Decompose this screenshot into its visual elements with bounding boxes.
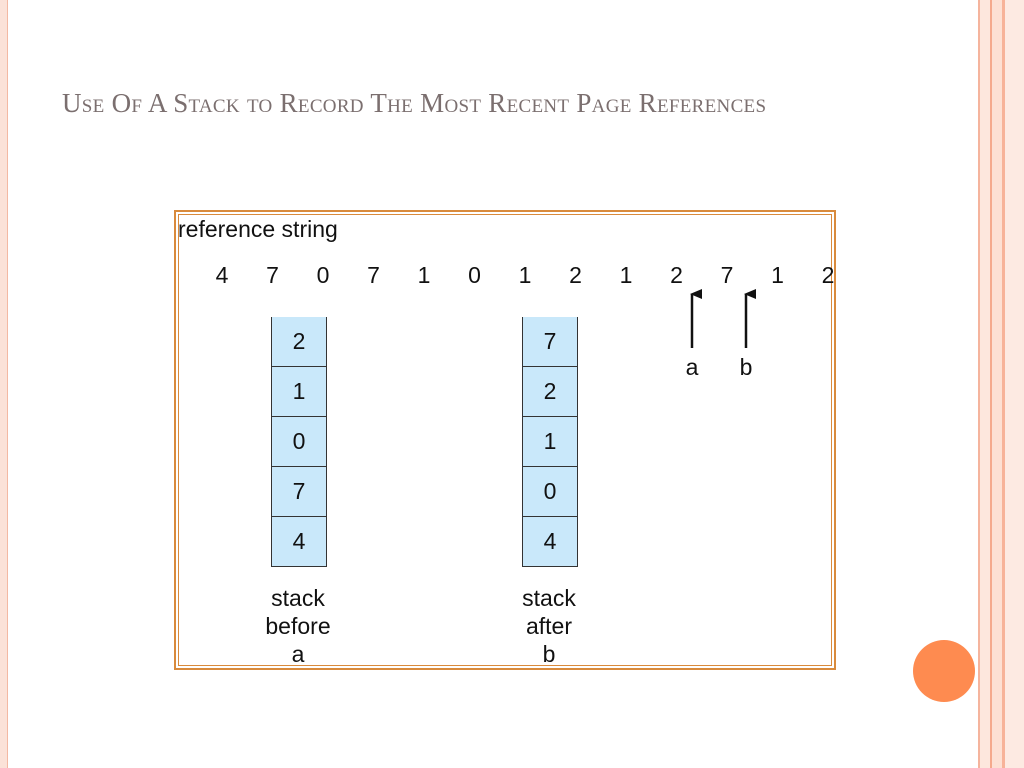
ref-item: 2 [821, 262, 835, 288]
reference-string: 4 7 0 7 1 0 1 2 1 2 7 1 2 [176, 262, 876, 292]
ref-item: 1 [771, 262, 784, 288]
stack-cell: 0 [523, 467, 577, 517]
diagram-inner-border [178, 214, 832, 666]
decorative-dot [913, 640, 975, 702]
reference-string-label: reference string [178, 216, 338, 242]
slide-right-stripes [978, 0, 1024, 768]
stack-cell: 1 [523, 417, 577, 467]
caption-line: after [525, 613, 573, 639]
stack-cell: 2 [272, 317, 326, 367]
caption-line: a [291, 641, 305, 667]
ref-item: 2 [569, 262, 582, 288]
caption-line: before [265, 613, 331, 639]
slide-title: Use Of A Stack to Record The Most Recent… [62, 88, 767, 118]
stack-after: 7 2 1 0 4 [522, 317, 578, 567]
stack-before: 2 1 0 7 4 [271, 317, 327, 567]
stack-cell: 2 [523, 367, 577, 417]
marker-a-label: a [685, 354, 699, 380]
ref-item: 1 [417, 262, 431, 288]
ref-item: 0 [468, 262, 481, 288]
stack-diagram: reference string 4 7 0 7 1 0 1 2 1 2 7 1… [174, 210, 836, 670]
ref-item: 0 [316, 262, 330, 288]
caption-line: stack [522, 585, 576, 611]
stack-cell: 4 [272, 517, 326, 567]
caption-line: b [542, 641, 556, 667]
stack-after-caption: stack after b [494, 584, 604, 668]
ref-item: 7 [367, 262, 380, 288]
ref-item: 7 [266, 262, 279, 288]
ref-item: 1 [619, 262, 633, 288]
stack-cell: 7 [272, 467, 326, 517]
ref-item: 2 [670, 262, 683, 288]
ref-item: 1 [518, 262, 532, 288]
stack-cell: 4 [523, 517, 577, 567]
stack-cell: 7 [523, 317, 577, 367]
marker-b-label: b [739, 354, 753, 380]
stack-cell: 1 [272, 367, 326, 417]
ref-item: 7 [720, 262, 734, 288]
stack-before-caption: stack before a [243, 584, 353, 668]
stack-cell: 0 [272, 417, 326, 467]
caption-line: stack [271, 585, 325, 611]
ref-item: 4 [215, 262, 229, 288]
slide-left-border [0, 0, 8, 768]
